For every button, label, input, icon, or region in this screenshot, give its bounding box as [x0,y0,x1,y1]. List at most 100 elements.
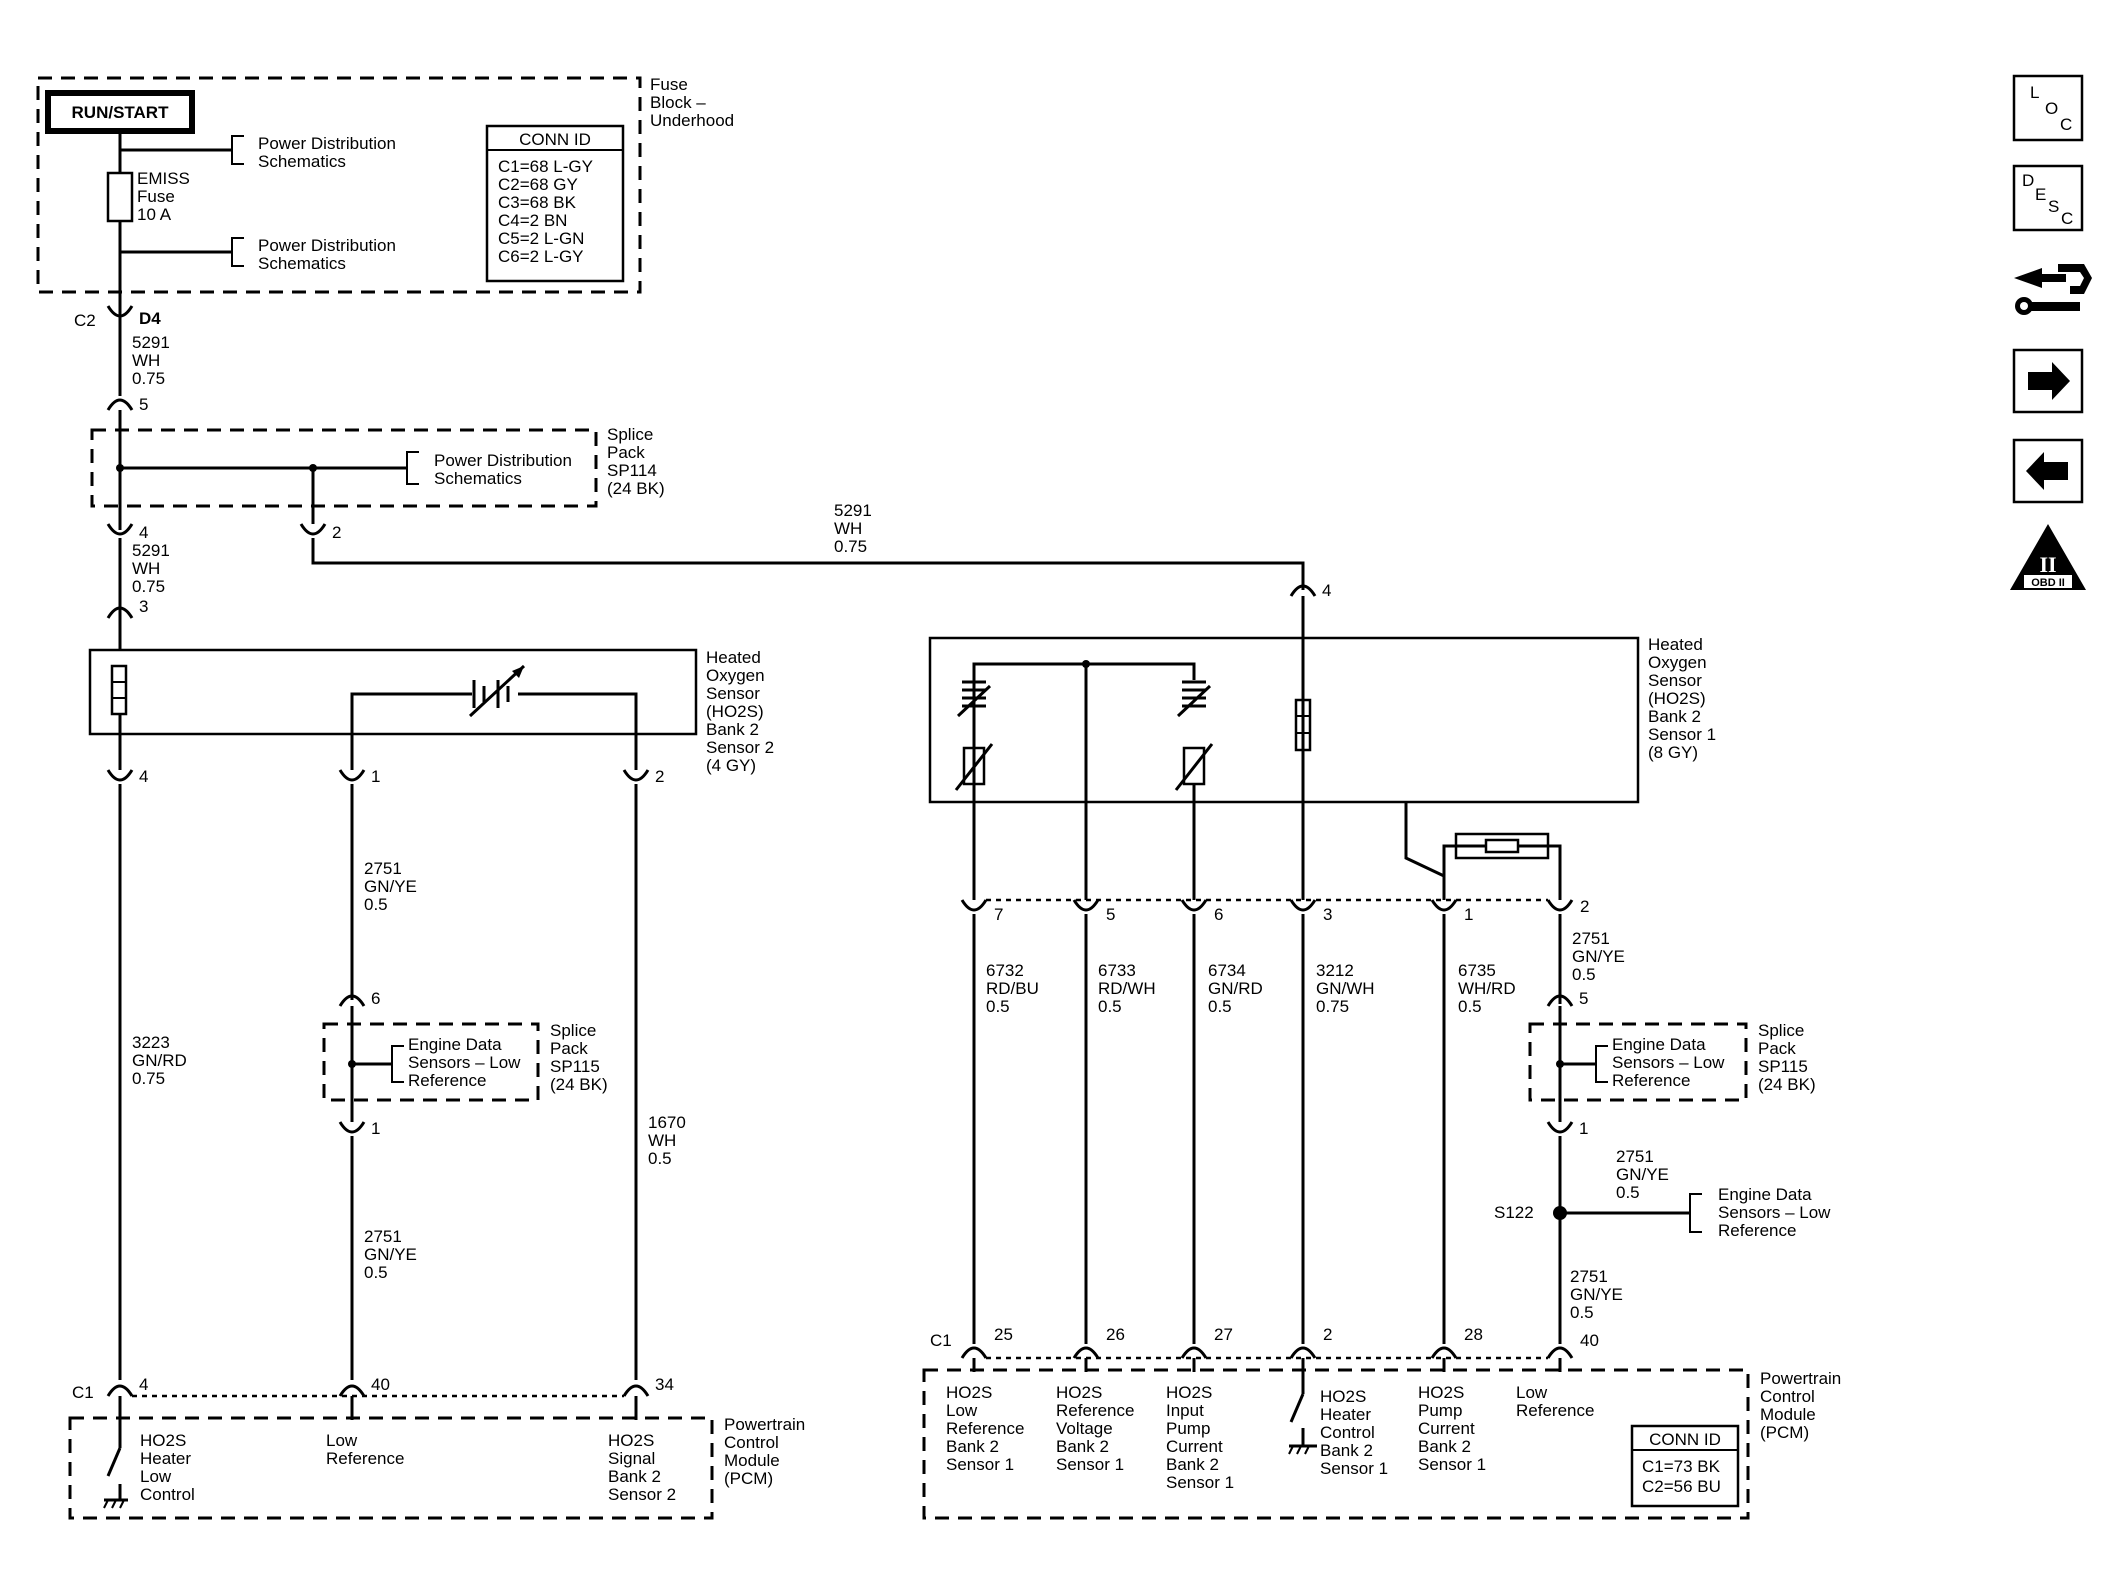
pcm-right-func: Sensor 1 [1166,1473,1234,1492]
desc-button[interactable]: D E S C [2012,164,2084,232]
desc-letter: D [2022,171,2034,190]
heater-element-symbol [1294,698,1312,752]
pcm-right: C1 25 26 27 2 28 40 HO2S Low Reference B… [922,1325,1841,1520]
pcm-right-func: Low [946,1401,978,1420]
s122-label: S122 [1494,1203,1534,1222]
sp114-title-1: Splice [607,425,653,444]
pin-label: 7 [994,905,1003,924]
pcm-right-func: Bank 2 [1056,1437,1109,1456]
pin-label: 25 [994,1325,1013,1344]
conn-id-row: C4=2 BN [498,211,567,230]
sp115-left-title: Pack [550,1039,588,1058]
fuse-label-2: Fuse [137,187,175,206]
pcm-left-conn: C1 [72,1383,94,1402]
left-wires: 3223 GN/RD 0.75 2751 GN/YE 0.5 1670 WH 0… [118,784,686,1380]
sp115-right-title: SP115 [1758,1057,1808,1076]
pin-label: 6 [1214,905,1223,924]
s122-ref: Engine Data [1718,1185,1812,1204]
wire-label: 0.5 [1458,997,1482,1016]
wire-label: 0.5 [364,1263,388,1282]
splice-pack-sp115-left: 6 Engine Data Sensors – Low Reference Sp… [322,989,608,1380]
pcm-left-title: Control [724,1433,779,1452]
calibration-resistor-symbol [1442,832,1562,900]
sp115-right-ref: Sensors – Low [1612,1053,1725,1072]
pcm-conn-id-row: C2=56 BU [1642,1477,1721,1496]
pcm-right-func: Current [1166,1437,1223,1456]
pin-label: 40 [1580,1331,1599,1350]
wire-label: 6732 [986,961,1024,980]
pcm-right-func: Bank 2 [1320,1441,1373,1460]
ho2s-bank2-sensor2: Heated Oxygen Sensor (HO2S) Bank 2 Senso… [88,648,774,786]
wire-label: RD/WH [1098,979,1156,998]
pin-label: 27 [1214,1325,1233,1344]
loc-button[interactable]: L O C [2012,74,2084,142]
pcm-right-func: Input [1166,1401,1204,1420]
pin-label: 5 [1106,905,1115,924]
wire-label: 0.5 [1208,997,1232,1016]
pin-label: 1 [1464,905,1473,924]
sp114-pds-2: Schematics [434,469,522,488]
sp115-left-title: (24 BK) [550,1075,608,1094]
fuse-block-title-1: Fuse [650,75,688,94]
pin-label: 5 [1579,989,1588,1008]
wire-label: 5291 [132,541,170,560]
sensor1-title: Bank 2 [1648,707,1701,726]
pcm-right-title: Control [1760,1387,1815,1406]
wire-label: GN/RD [1208,979,1263,998]
pcm-right-func: Pump [1166,1419,1210,1438]
connector-tools-button[interactable] [2014,264,2092,315]
wire-label: RD/BU [986,979,1039,998]
pin-label: 3 [139,597,148,616]
pin-label: 5 [139,395,148,414]
wire-label: WH [132,559,160,578]
fuse-label-1: EMISS [137,169,190,188]
pcm-right-func: Low [1516,1383,1548,1402]
wire-label: GN/YE [1616,1165,1669,1184]
pcm-left-func: Bank 2 [608,1467,661,1486]
pcm-right-func: Sensor 1 [1418,1455,1486,1474]
wire-label: 1670 [648,1113,686,1132]
pcm-right-func: HO2S [1418,1383,1464,1402]
pcm-right-func: Current [1418,1419,1475,1438]
arrow-right-icon [2028,362,2070,400]
nernst-cell-symbol-2 [1174,678,1214,900]
sensor1-title: (HO2S) [1648,689,1706,708]
heater-element-symbol [110,664,128,716]
pin-label: 1 [371,1119,380,1138]
wire-label: GN/YE [364,1245,417,1264]
pcm-left-func: HO2S [608,1431,654,1450]
wire-label: 3223 [132,1033,170,1052]
sensor1-title: (8 GY) [1648,743,1698,762]
obd-roman: II [2039,552,2056,577]
loc-letter: C [2060,115,2072,134]
pcm-right-func: Bank 2 [946,1437,999,1456]
previous-page-button[interactable] [2012,438,2084,504]
sensor1-title: Sensor [1648,671,1702,690]
ground-symbol [1288,1444,1317,1455]
pcm-right-func: HO2S [1166,1383,1212,1402]
pcm-right-func: Sensor 1 [1320,1459,1388,1478]
pcm-right-func: HO2S [946,1383,992,1402]
pcm-left-title: Module [724,1451,780,1470]
wire-label: 2751 [1572,929,1610,948]
fuse-block-underhood: Fuse Block – Underhood RUN/START Power D… [36,75,734,294]
conn-id-title: CONN ID [519,130,591,149]
pcm-left-title: Powertrain [724,1415,805,1434]
wire-label: 0.5 [986,997,1010,1016]
obd-ii-button[interactable]: II OBD II [2010,524,2086,590]
sensor2-title: Heated [706,648,761,667]
sp115-right-title: Pack [1758,1039,1796,1058]
pcm-right-func: Sensor 1 [1056,1455,1124,1474]
wire-label: GN/WH [1316,979,1375,998]
sensor2-title: Sensor [706,684,760,703]
pcm-left-func: Low [140,1467,172,1486]
pds-top-2: Schematics [258,152,346,171]
desc-letter: S [2048,197,2059,216]
wire-label: 5291 [132,333,170,352]
pin-label: 2 [332,523,341,542]
wire-label: 2751 [1616,1147,1654,1166]
wire-label: 0.5 [1616,1183,1640,1202]
next-page-button[interactable] [2012,348,2084,414]
d4-pin-label: D4 [139,309,161,328]
pcm-right-func: Voltage [1056,1419,1113,1438]
